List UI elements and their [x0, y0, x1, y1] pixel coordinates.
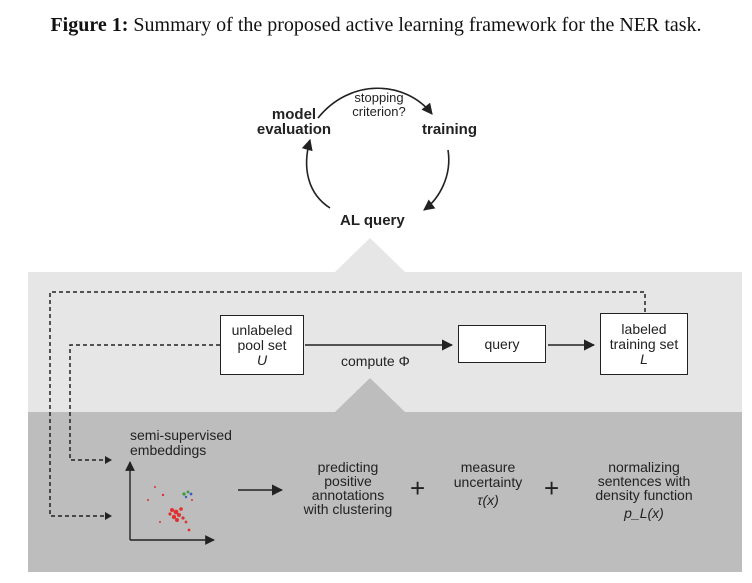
unlabeled-pool-symbol: U [256, 352, 268, 368]
scatter-points [147, 486, 193, 532]
model-evaluation-line1: model [271, 106, 317, 123]
predicting-line4: with clustering [303, 501, 393, 517]
model-evaluation-label: model evaluation [248, 107, 340, 137]
normalizing-line1: normalizing [608, 459, 680, 475]
arc-training-to-query [423, 149, 450, 211]
predicting-line3: annotations [311, 487, 385, 503]
query-label: query [484, 336, 520, 352]
dashed-feedback-outer [49, 291, 646, 517]
query-box: query [458, 325, 546, 363]
labeled-set-box: labeled training set L [600, 313, 688, 375]
embeddings-line2: embeddings [130, 442, 207, 458]
up-triangle-bottom [335, 378, 405, 412]
plus-sign-1: + [410, 473, 426, 503]
caption-label: Figure 1: [50, 14, 129, 36]
unlabeled-pool-line1: unlabeled [231, 322, 293, 338]
stopping-criterion-label: stopping criterion? [340, 91, 418, 119]
up-triangle-top [335, 238, 405, 272]
unlabeled-pool-box: unlabeled pool set U [220, 315, 304, 375]
caption-text: Summary of the proposed active learning … [128, 14, 702, 36]
dashed-feedback-inner [69, 344, 220, 461]
plus-sign-2: + [544, 473, 560, 503]
arc-query-to-eval [301, 138, 331, 209]
stopping-criterion-line1: stopping [354, 90, 404, 105]
measure-line2: uncertainty [453, 474, 523, 490]
arc-eval-to-training [317, 87, 433, 119]
measure-line1: measure [460, 459, 516, 475]
predicting-line2: positive [324, 473, 372, 489]
computation-band [28, 412, 742, 572]
embeddings-label: semi-supervised embeddings [130, 428, 232, 458]
labeled-set-symbol: L [640, 351, 648, 367]
compute-phi-label: compute Φ [341, 353, 410, 369]
normalizing-line3: density function [595, 487, 693, 503]
labeled-set-line1: labeled [621, 321, 667, 337]
uncertainty-symbol: τ(x) [477, 492, 499, 508]
predicting-line1: predicting [317, 459, 379, 475]
measure-label: measure uncertainty τ(x) [442, 460, 534, 508]
embeddings-line1: semi-supervised [130, 427, 232, 443]
model-evaluation-line2: evaluation [256, 121, 332, 138]
predicting-label: predicting positive annotations with clu… [288, 460, 408, 516]
stopping-criterion-line2: criterion? [352, 104, 406, 119]
normalizing-line2: sentences with [597, 473, 691, 489]
unlabeled-pool-line2: pool set [237, 337, 287, 353]
normalizing-label: normalizing sentences with density funct… [582, 460, 706, 520]
training-label: training [422, 121, 477, 138]
labeled-set-line2: training set [609, 336, 679, 352]
density-symbol: p_L(x) [624, 505, 664, 521]
figure-caption: Figure 1: Summary of the proposed active… [0, 14, 752, 37]
al-query-label: AL query [340, 212, 405, 229]
